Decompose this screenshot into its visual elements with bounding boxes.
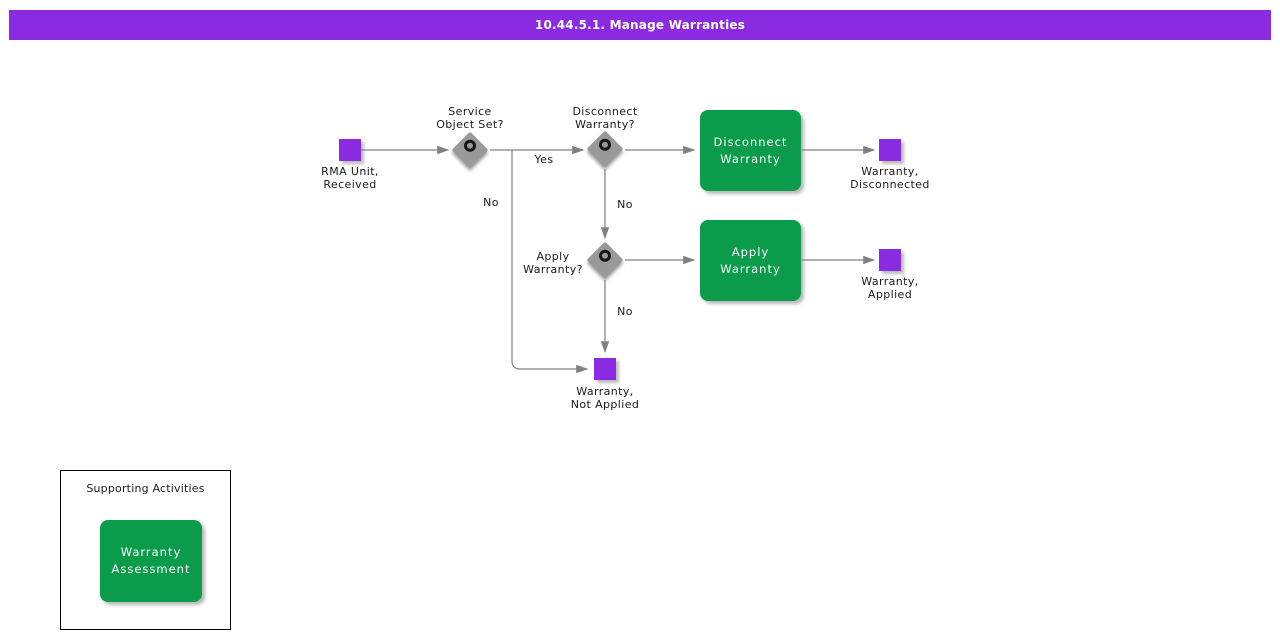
gateway-disconnect-warranty-label: Disconnect Warranty? [572,105,638,132]
branch-label-no-disconnect: No [617,198,633,211]
gateway-ring-icon [596,136,614,154]
activity-apply-warranty[interactable]: Apply Warranty [700,220,801,301]
supporting-activities-title: Supporting Activities [86,482,205,495]
event-warranty-not-applied [594,358,616,380]
gateway-ring-icon [461,137,479,155]
supporting-activities-group: Supporting Activities Warranty Assessmen… [60,470,231,630]
gateway-service-object-set-label: Service Object Set? [436,105,504,132]
diagram-title-bar: 10.44.5.1. Manage Warranties [9,10,1271,40]
event-warranty-disconnected-label: Warranty, Disconnected [850,165,930,192]
gateway-ring-icon [596,247,614,265]
event-warranty-not-applied-label: Warranty, Not Applied [570,385,640,412]
event-rma-unit-received [339,139,361,161]
activity-disconnect-warranty[interactable]: Disconnect Warranty [700,110,801,191]
edge-service-no-to-not-applied [511,150,589,374]
page-title: 10.44.5.1. Manage Warranties [534,18,746,32]
branch-label-no-apply: No [617,305,633,318]
event-rma-unit-received-label: RMA Unit, Received [321,165,379,192]
event-warranty-applied [879,249,901,271]
branch-label-no-service: No [483,196,499,209]
gateway-apply-warranty-label: Apply Warranty? [523,250,583,277]
event-warranty-applied-label: Warranty, Applied [861,275,919,302]
event-warranty-disconnected [879,139,901,161]
branch-label-yes: Yes [534,153,554,166]
activity-warranty-assessment[interactable]: Warranty Assessment [100,520,202,602]
